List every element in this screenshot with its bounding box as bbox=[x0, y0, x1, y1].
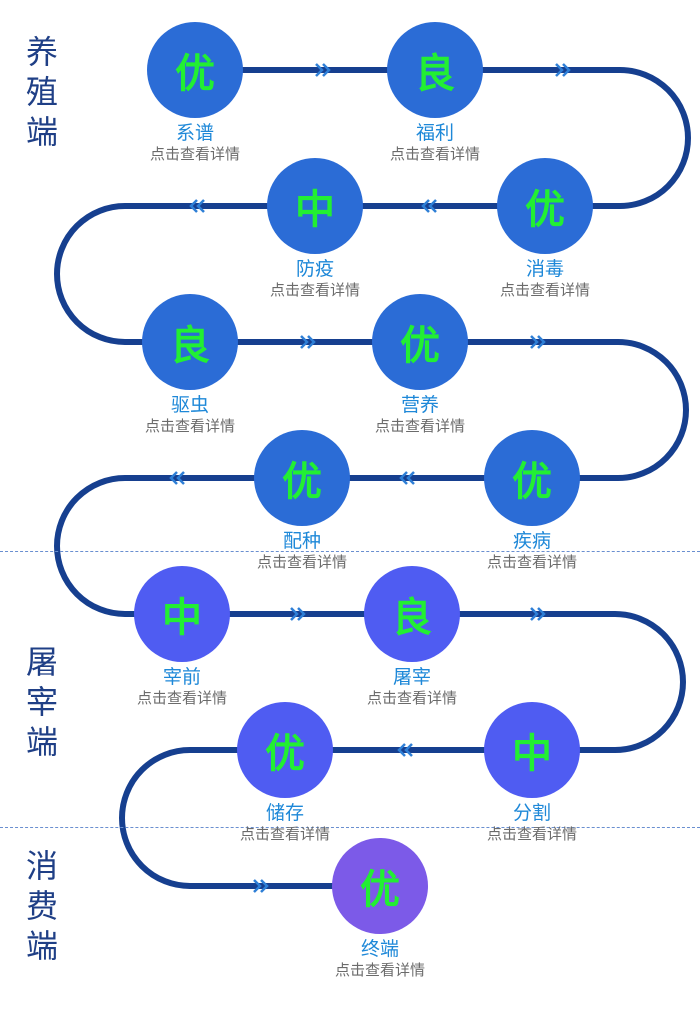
grade-circle[interactable]: 优 bbox=[237, 702, 333, 798]
chevron-icon bbox=[530, 607, 539, 621]
flow-node[interactable]: 中防疫点击查看详情 bbox=[265, 158, 365, 300]
grade-circle[interactable]: 良 bbox=[142, 294, 238, 390]
view-details-link[interactable]: 点击查看详情 bbox=[366, 689, 457, 707]
flow-node[interactable]: 中宰前点击查看详情 bbox=[132, 566, 232, 708]
chevron-icon bbox=[397, 743, 406, 757]
section-label-breeding: 养殖端 bbox=[25, 33, 58, 151]
view-details-link[interactable]: 点击查看详情 bbox=[149, 145, 240, 163]
chevron-icon bbox=[189, 199, 198, 213]
chevron-icon bbox=[530, 335, 539, 349]
chevron-icon bbox=[297, 607, 306, 621]
flow-node[interactable]: 良屠宰点击查看详情 bbox=[362, 566, 462, 708]
view-details-link[interactable]: 点击查看详情 bbox=[144, 417, 235, 435]
node-name: 福利 bbox=[415, 122, 454, 144]
flow-node[interactable]: 优配种点击查看详情 bbox=[252, 430, 352, 572]
node-name: 消毒 bbox=[525, 258, 564, 280]
view-details-link[interactable]: 点击查看详情 bbox=[374, 417, 465, 435]
chevron-icon bbox=[537, 607, 546, 621]
section-label-consumer: 消费端 bbox=[25, 847, 58, 965]
chevron-icon bbox=[176, 471, 185, 485]
grade-circle[interactable]: 中 bbox=[267, 158, 363, 254]
node-name: 宰前 bbox=[162, 666, 201, 688]
flow-node[interactable]: 良福利点击查看详情 bbox=[385, 22, 485, 164]
flow-node[interactable]: 优消毒点击查看详情 bbox=[495, 158, 595, 300]
flow-node[interactable]: 优营养点击查看详情 bbox=[370, 294, 470, 436]
chevron-icon bbox=[406, 471, 415, 485]
chevron-icon bbox=[404, 743, 413, 757]
node-name: 防疫 bbox=[295, 258, 334, 280]
view-details-link[interactable]: 点击查看详情 bbox=[486, 825, 577, 843]
chevron-icon bbox=[562, 63, 571, 77]
section-divider-2 bbox=[0, 827, 700, 828]
grade-circle[interactable]: 优 bbox=[147, 22, 243, 118]
view-details-link[interactable]: 点击查看详情 bbox=[334, 961, 425, 979]
flow-node[interactable]: 优终端点击查看详情 bbox=[330, 838, 430, 980]
chevron-icon bbox=[555, 63, 564, 77]
view-details-link[interactable]: 点击查看详情 bbox=[499, 281, 590, 299]
grade-circle[interactable]: 优 bbox=[372, 294, 468, 390]
node-name: 系谱 bbox=[175, 122, 214, 144]
flow-node[interactable]: 良驱虫点击查看详情 bbox=[140, 294, 240, 436]
grade-circle[interactable]: 中 bbox=[134, 566, 230, 662]
grade-circle[interactable]: 优 bbox=[497, 158, 593, 254]
view-details-link[interactable]: 点击查看详情 bbox=[239, 825, 330, 843]
chevron-icon bbox=[260, 879, 269, 893]
section-label-slaughter: 屠宰端 bbox=[25, 643, 58, 761]
view-details-link[interactable]: 点击查看详情 bbox=[389, 145, 480, 163]
chevron-icon bbox=[196, 199, 205, 213]
chevron-icon bbox=[290, 607, 299, 621]
chevron-icon bbox=[537, 335, 546, 349]
section-divider-1 bbox=[0, 551, 700, 552]
grade-circle[interactable]: 优 bbox=[484, 430, 580, 526]
node-name: 终端 bbox=[360, 938, 399, 960]
flow-node[interactable]: 优疾病点击查看详情 bbox=[482, 430, 582, 572]
node-name: 营养 bbox=[400, 394, 439, 416]
flow-node[interactable]: 优储存点击查看详情 bbox=[235, 702, 335, 844]
grade-circle[interactable]: 优 bbox=[254, 430, 350, 526]
node-name: 配种 bbox=[282, 530, 321, 552]
grade-circle[interactable]: 优 bbox=[332, 838, 428, 934]
chevron-icon bbox=[322, 63, 331, 77]
grade-circle[interactable]: 中 bbox=[484, 702, 580, 798]
chevron-icon bbox=[428, 199, 437, 213]
node-name: 疾病 bbox=[512, 530, 551, 552]
chevron-icon bbox=[169, 471, 178, 485]
node-name: 分割 bbox=[512, 802, 551, 824]
chevron-icon bbox=[253, 879, 262, 893]
chevron-icon bbox=[399, 471, 408, 485]
view-details-link[interactable]: 点击查看详情 bbox=[256, 553, 347, 571]
chevron-icon bbox=[307, 335, 316, 349]
chevron-icon bbox=[300, 335, 309, 349]
chevron-icon bbox=[315, 63, 324, 77]
node-name: 储存 bbox=[265, 802, 304, 824]
node-name: 驱虫 bbox=[170, 394, 209, 416]
view-details-link[interactable]: 点击查看详情 bbox=[136, 689, 227, 707]
direction-arrows bbox=[169, 63, 571, 893]
chevron-icon bbox=[421, 199, 430, 213]
flow-node[interactable]: 中分割点击查看详情 bbox=[482, 702, 582, 844]
flow-node[interactable]: 优系谱点击查看详情 bbox=[145, 22, 245, 164]
grade-circle[interactable]: 良 bbox=[387, 22, 483, 118]
view-details-link[interactable]: 点击查看详情 bbox=[269, 281, 360, 299]
node-name: 屠宰 bbox=[392, 666, 431, 688]
view-details-link[interactable]: 点击查看详情 bbox=[486, 553, 577, 571]
grade-circle[interactable]: 良 bbox=[364, 566, 460, 662]
